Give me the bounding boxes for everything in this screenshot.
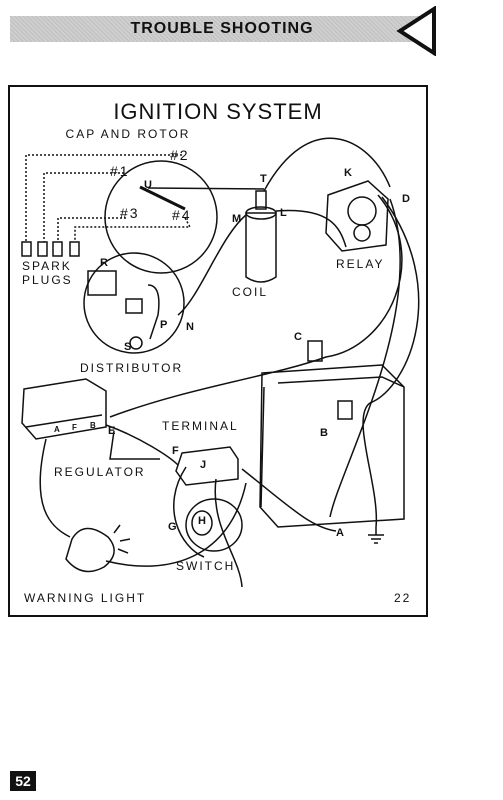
spark-plugs-label-2: PLUGS bbox=[22, 273, 73, 287]
label-A: A bbox=[336, 527, 344, 539]
label-B: B bbox=[320, 427, 328, 439]
cap-label-3: #3 bbox=[120, 205, 140, 221]
label-N: N bbox=[186, 321, 194, 333]
label-E: E bbox=[108, 425, 116, 437]
label-P: P bbox=[160, 319, 168, 331]
warning-light-label: WARNING LIGHT bbox=[24, 591, 147, 605]
label-L: L bbox=[280, 207, 287, 219]
terminal-label: TERMINAL bbox=[162, 419, 239, 433]
label-T: T bbox=[260, 173, 267, 185]
coil-body bbox=[245, 212, 277, 283]
spark-plugs-label-1: SPARK bbox=[22, 259, 72, 273]
label-R: R bbox=[100, 257, 108, 269]
warning-light-body bbox=[65, 527, 115, 573]
label-G: G bbox=[168, 521, 177, 533]
relay-body bbox=[325, 180, 389, 252]
switch-label: SWITCH bbox=[176, 559, 236, 573]
label-M: M bbox=[232, 213, 242, 225]
label-C: C bbox=[294, 331, 302, 343]
switch-body bbox=[185, 498, 243, 552]
figure-subtitle: CAP AND ROTOR bbox=[65, 127, 191, 141]
label-H: H bbox=[198, 515, 206, 527]
figure-title: IGNITION SYSTEM bbox=[113, 99, 323, 124]
header-bar: TROUBLE SHOOTING bbox=[10, 16, 434, 42]
label-S: S bbox=[124, 341, 132, 353]
distributor-cap bbox=[104, 160, 218, 274]
wiring-diagram bbox=[21, 137, 420, 588]
cap-label-4: #4 bbox=[172, 207, 192, 223]
battery-body bbox=[259, 364, 405, 528]
ignition-system-figure: IGNITION SYSTEM CAP AND ROTOR #1 #2 #3 #… bbox=[8, 85, 428, 617]
label-K: K bbox=[344, 167, 352, 179]
label-U: U bbox=[144, 179, 152, 191]
label-reg-F: F bbox=[72, 423, 77, 432]
label-F: F bbox=[172, 445, 179, 457]
cap-label-2: #2 bbox=[170, 147, 190, 163]
label-J: J bbox=[200, 459, 207, 471]
triangle-left-icon[interactable] bbox=[394, 6, 442, 56]
page-number: 52 bbox=[10, 771, 36, 791]
relay-label: RELAY bbox=[336, 257, 385, 271]
distributor-body bbox=[83, 252, 185, 354]
regulator-body bbox=[21, 378, 107, 440]
label-D: D bbox=[402, 193, 410, 205]
label-reg-A: A bbox=[54, 425, 60, 434]
distributor-label: DISTRIBUTOR bbox=[80, 361, 184, 375]
regulator-label: REGULATOR bbox=[54, 465, 146, 479]
label-reg-B: B bbox=[90, 421, 96, 430]
terminal-block bbox=[175, 446, 239, 486]
cap-label-1: #1 bbox=[110, 163, 130, 179]
coil-label: COIL bbox=[232, 285, 269, 299]
figure-number: 22 bbox=[394, 591, 412, 605]
header-title: TROUBLE SHOOTING bbox=[130, 20, 314, 37]
